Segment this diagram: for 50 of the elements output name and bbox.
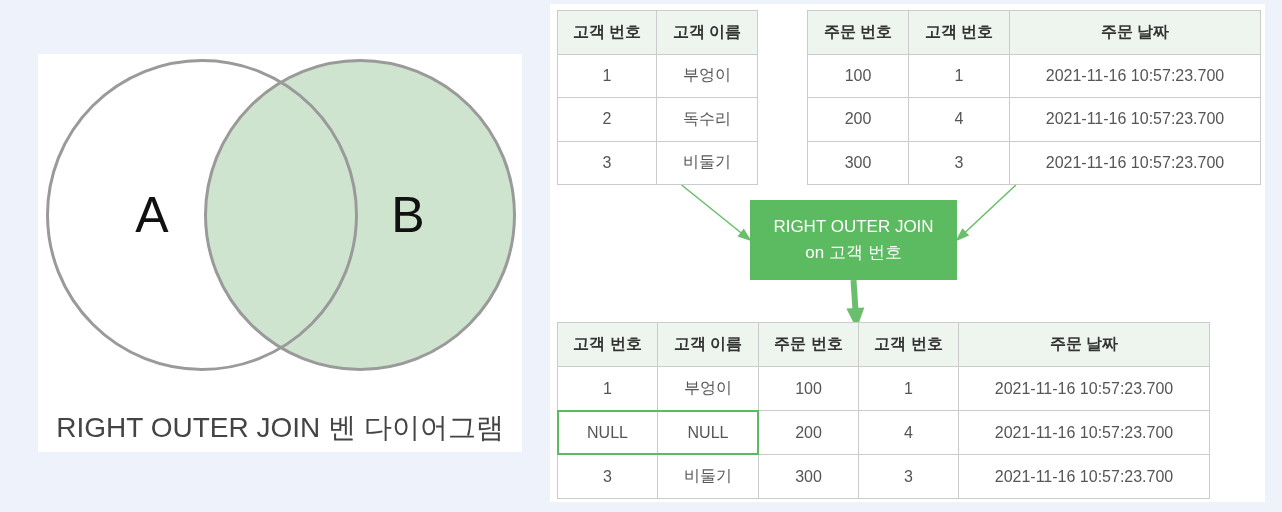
data-cell: 3 xyxy=(558,455,657,498)
set-label: B xyxy=(391,190,425,240)
header-cell: 고객 이름 xyxy=(657,11,757,54)
diagram-caption: RIGHT OUTER JOIN 벤 다이어그램 xyxy=(56,411,504,445)
data-cell: 독수리 xyxy=(657,98,757,141)
data-cell: 2021-11-16 10:57:23.700 xyxy=(959,411,1209,454)
data-cell: 100 xyxy=(808,54,908,97)
venn-circle xyxy=(46,59,358,371)
data-cell: 2 xyxy=(558,98,656,141)
venn-circle xyxy=(204,59,516,371)
data-cell: 2021-11-16 10:57:23.700 xyxy=(1010,98,1260,141)
header-cell: 고객 이름 xyxy=(658,323,758,366)
data-cell: 2021-11-16 10:57:23.700 xyxy=(1010,54,1260,97)
header-cell: 주문 날짜 xyxy=(959,323,1209,366)
data-cell: 100 xyxy=(759,367,858,410)
data-cell: 부엉이 xyxy=(657,54,757,97)
data-cell: 3 xyxy=(558,141,656,184)
data-cell: 4 xyxy=(909,98,1009,141)
process-label: RIGHT OUTER JOIN on 고객 번호 xyxy=(772,216,935,264)
data-cell: 1 xyxy=(558,54,656,97)
data-cell: 2021-11-16 10:57:23.700 xyxy=(1010,141,1260,184)
process-box xyxy=(750,200,957,280)
header-cell: 고객 번호 xyxy=(558,323,657,366)
data-cell: 2021-11-16 10:57:23.700 xyxy=(959,455,1209,498)
header-cell: 고객 번호 xyxy=(558,11,656,54)
data-cell: 300 xyxy=(808,141,908,184)
data-cell: 비둘기 xyxy=(657,141,757,184)
header-cell: 고객 번호 xyxy=(859,323,958,366)
data-cell: 1 xyxy=(558,367,657,410)
header-cell: 주문 번호 xyxy=(808,11,908,54)
data-cell: 3 xyxy=(909,141,1009,184)
data-cell: 300 xyxy=(759,455,858,498)
data-table xyxy=(557,322,1210,499)
data-cell: 1 xyxy=(909,54,1009,97)
data-cell: NULL xyxy=(658,411,758,454)
data-cell: 부엉이 xyxy=(658,367,758,410)
header-cell: 주문 날짜 xyxy=(1010,11,1260,54)
data-cell: 1 xyxy=(859,367,958,410)
data-cell: 2021-11-16 10:57:23.700 xyxy=(959,367,1209,410)
data-table xyxy=(557,10,758,185)
diagram-panel xyxy=(38,54,522,452)
data-table xyxy=(807,10,1261,185)
header-cell: 고객 번호 xyxy=(909,11,1009,54)
set-label: A xyxy=(135,190,169,240)
data-cell: 비둘기 xyxy=(658,455,758,498)
data-cell: 4 xyxy=(859,411,958,454)
data-cell: 200 xyxy=(759,411,858,454)
header-cell: 주문 번호 xyxy=(759,323,858,366)
data-cell: 3 xyxy=(859,455,958,498)
data-cell: 200 xyxy=(808,98,908,141)
